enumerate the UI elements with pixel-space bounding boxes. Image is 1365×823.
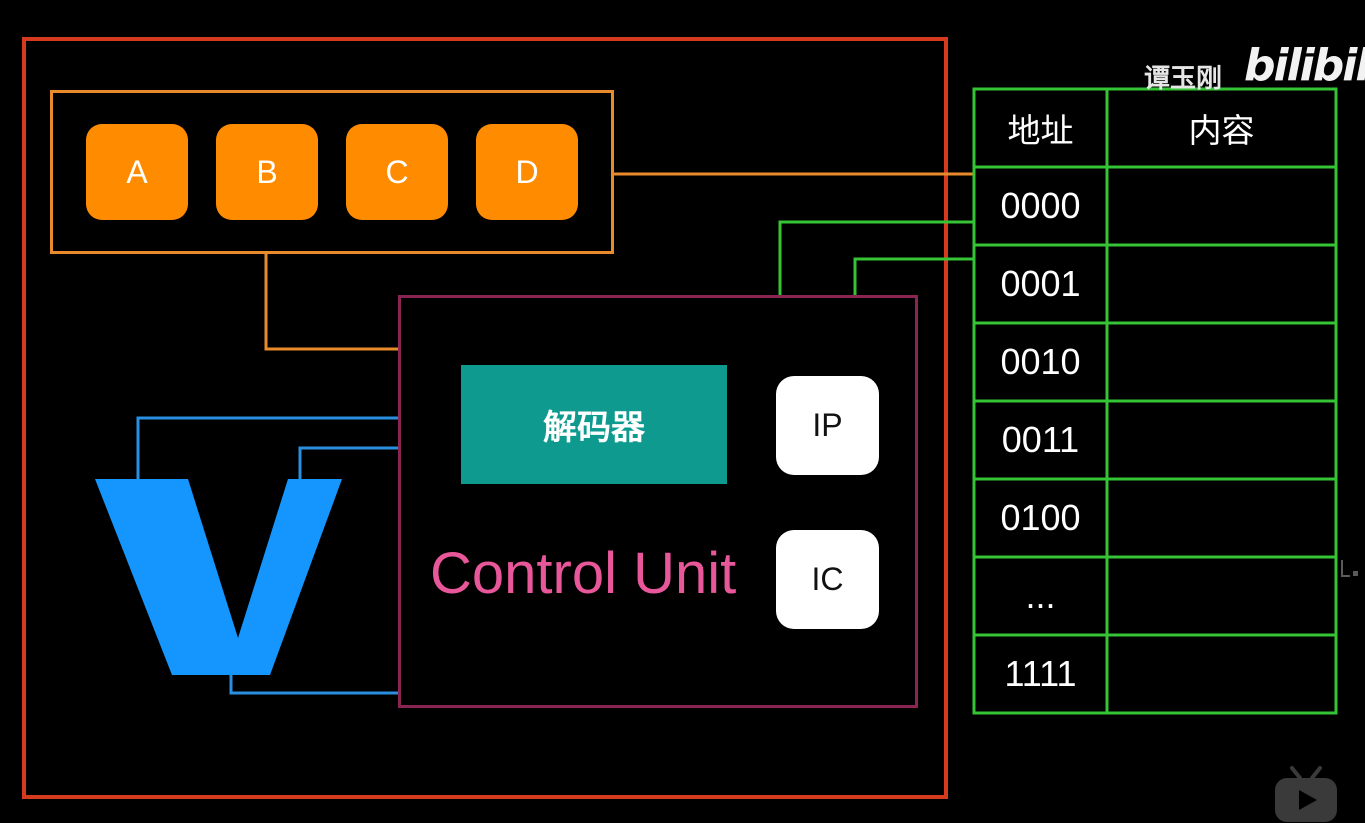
register-c: C <box>346 124 448 220</box>
control-unit-label: Control Unit <box>430 541 737 606</box>
control-unit-frame <box>398 295 918 708</box>
bilibili-tv-icon[interactable] <box>1272 766 1340 822</box>
memory-address-cell: 0011 <box>1001 419 1080 460</box>
register-control-wire <box>264 254 398 351</box>
address-wire-2 <box>853 257 973 295</box>
register-d: D <box>476 124 578 220</box>
watermark-author: 谭玉刚 <box>1144 64 1223 94</box>
bilibili-logo: bilibili <box>1244 40 1365 91</box>
register-a: A <box>86 124 188 220</box>
memory-address-cell: 1111 <box>1004 653 1077 694</box>
memory-grid <box>972 87 1338 715</box>
ip-register: IP <box>776 376 879 475</box>
corner-mark-icon <box>1341 560 1358 577</box>
memory-address-cell: 0010 <box>1000 341 1081 382</box>
alu-wire-2 <box>298 446 398 480</box>
memory-header-address: 地址 <box>1007 111 1074 150</box>
address-wire-1 <box>778 220 973 295</box>
alu-wire-3 <box>229 675 398 695</box>
memory-address-cell: 0000 <box>1000 185 1081 226</box>
alu-wire-1 <box>136 416 398 480</box>
register-group <box>50 90 614 254</box>
memory-header-content: 内容 <box>1188 111 1255 150</box>
memory-address-cell: 0001 <box>1000 263 1081 304</box>
ic-register: IC <box>776 530 879 629</box>
memory-address-cell: ... <box>1025 575 1056 616</box>
register-b: B <box>216 124 318 220</box>
decoder-box: 解码器 <box>461 365 727 484</box>
cpu-frame <box>22 37 948 799</box>
alu-shape <box>95 479 342 675</box>
memory-address-cell: 0100 <box>1000 497 1081 538</box>
